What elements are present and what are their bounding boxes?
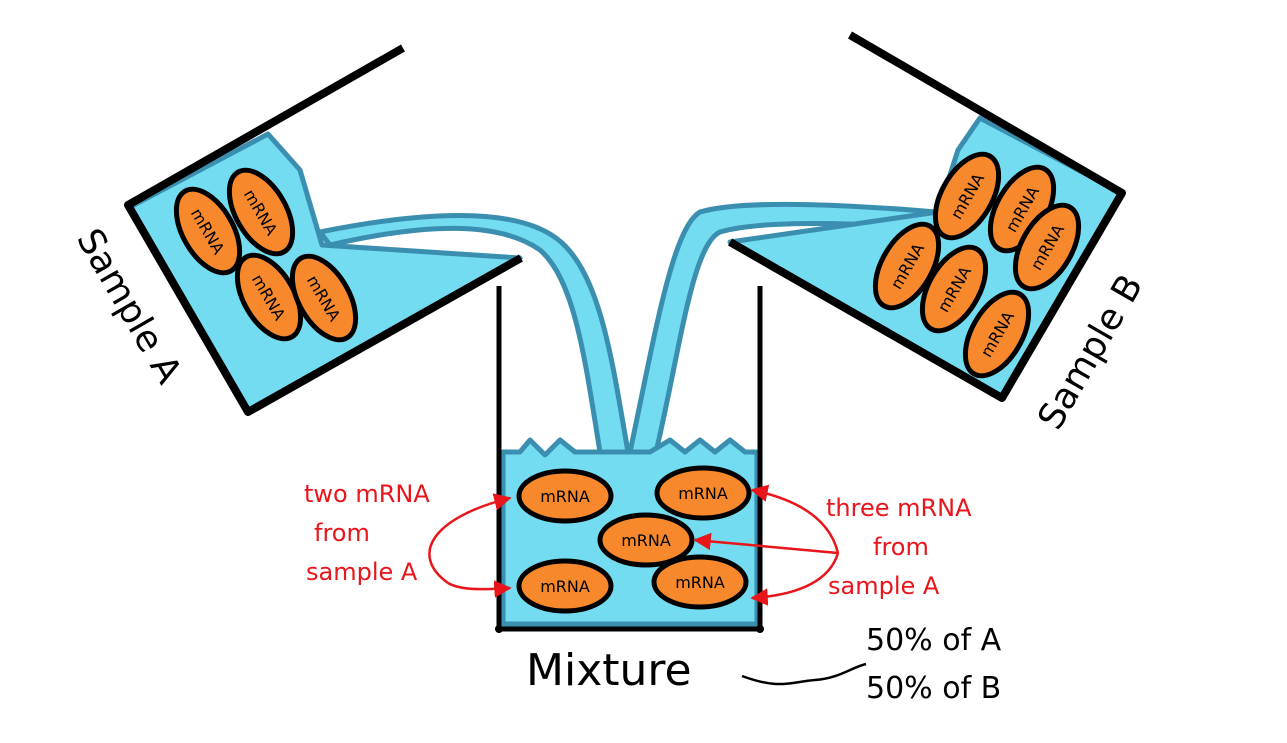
label-two-mrna-line1: two mRNA <box>304 480 430 508</box>
mrna-ellipse <box>932 151 1002 241</box>
mrna-label: mRNA <box>540 487 590 506</box>
label-percent-b: 50% of B <box>866 671 1001 706</box>
beaker-outline-a <box>124 44 523 416</box>
mrna-ellipse <box>651 554 749 610</box>
mrna-ellipse <box>1012 202 1082 292</box>
mrna-label: mRNA <box>621 531 671 550</box>
mrna-ellipse <box>919 244 989 334</box>
arrow-three-to-middle <box>693 532 839 555</box>
beaker-outline-b <box>728 31 1126 402</box>
beaker-sample-a: mRNA mRNA mRNA mRNA <box>124 44 523 416</box>
label-two-mrna-line2: from <box>314 519 370 547</box>
beaker-mixture: mRNA mRNA mRNA mRNA mRNA <box>495 286 764 633</box>
label-three-mrna-line3: sample A <box>828 572 940 600</box>
mrna-molecule: mRNA <box>597 512 695 568</box>
mrna-molecule: mRNA <box>1012 202 1082 292</box>
mrna-molecule: mRNA <box>234 252 304 342</box>
mrna-label: mRNA <box>678 484 728 503</box>
mrna-molecule: mRNA <box>516 468 614 524</box>
mrna-molecule: mRNA <box>289 253 359 343</box>
mrna-molecule: mRNA <box>654 465 752 521</box>
mrna-ellipse <box>516 468 614 524</box>
mrna-label: mRNA <box>675 573 725 592</box>
mrna-molecule: mRNA <box>919 244 989 334</box>
arrow-two-to-bottom <box>447 580 512 598</box>
mrna-molecule: mRNA <box>651 554 749 610</box>
arrow-three-to-top <box>750 484 840 554</box>
mrna-label: mRNA <box>540 577 590 596</box>
mrna-molecule: mRNA <box>932 151 1002 241</box>
mrna-molecule: mRNA <box>962 289 1032 379</box>
mrna-molecule: mRNA <box>516 558 614 614</box>
label-three-mrna-line1: three mRNA <box>826 494 972 522</box>
mrna-ellipse <box>962 289 1032 379</box>
label-two-mrna-line3: sample A <box>306 558 418 586</box>
label-three-mrna-line2: from <box>873 533 929 561</box>
arrow-two-to-top <box>428 493 512 585</box>
mixture-connector <box>741 662 867 686</box>
mrna-ellipse <box>226 167 296 257</box>
mrna-molecule: mRNA <box>173 186 243 276</box>
beaker-outline-mixture <box>496 286 763 632</box>
beaker-sample-b: mRNA mRNA mRNA mRNA mRNA mRNA <box>727 31 1126 402</box>
label-mixture: Mixture <box>526 645 692 696</box>
mrna-molecule: mRNA <box>226 167 296 257</box>
label-percent-a: 50% of A <box>866 623 1002 658</box>
mrna-ellipse <box>516 558 614 614</box>
mrna-ellipse <box>597 512 695 568</box>
mrna-ellipse <box>289 253 359 343</box>
arrow-three-to-bottom <box>750 552 840 606</box>
mrna-ellipse <box>654 465 752 521</box>
mrna-molecule: mRNA <box>872 221 942 311</box>
mrna-ellipse <box>173 186 243 276</box>
annotation-arrows <box>428 484 840 606</box>
